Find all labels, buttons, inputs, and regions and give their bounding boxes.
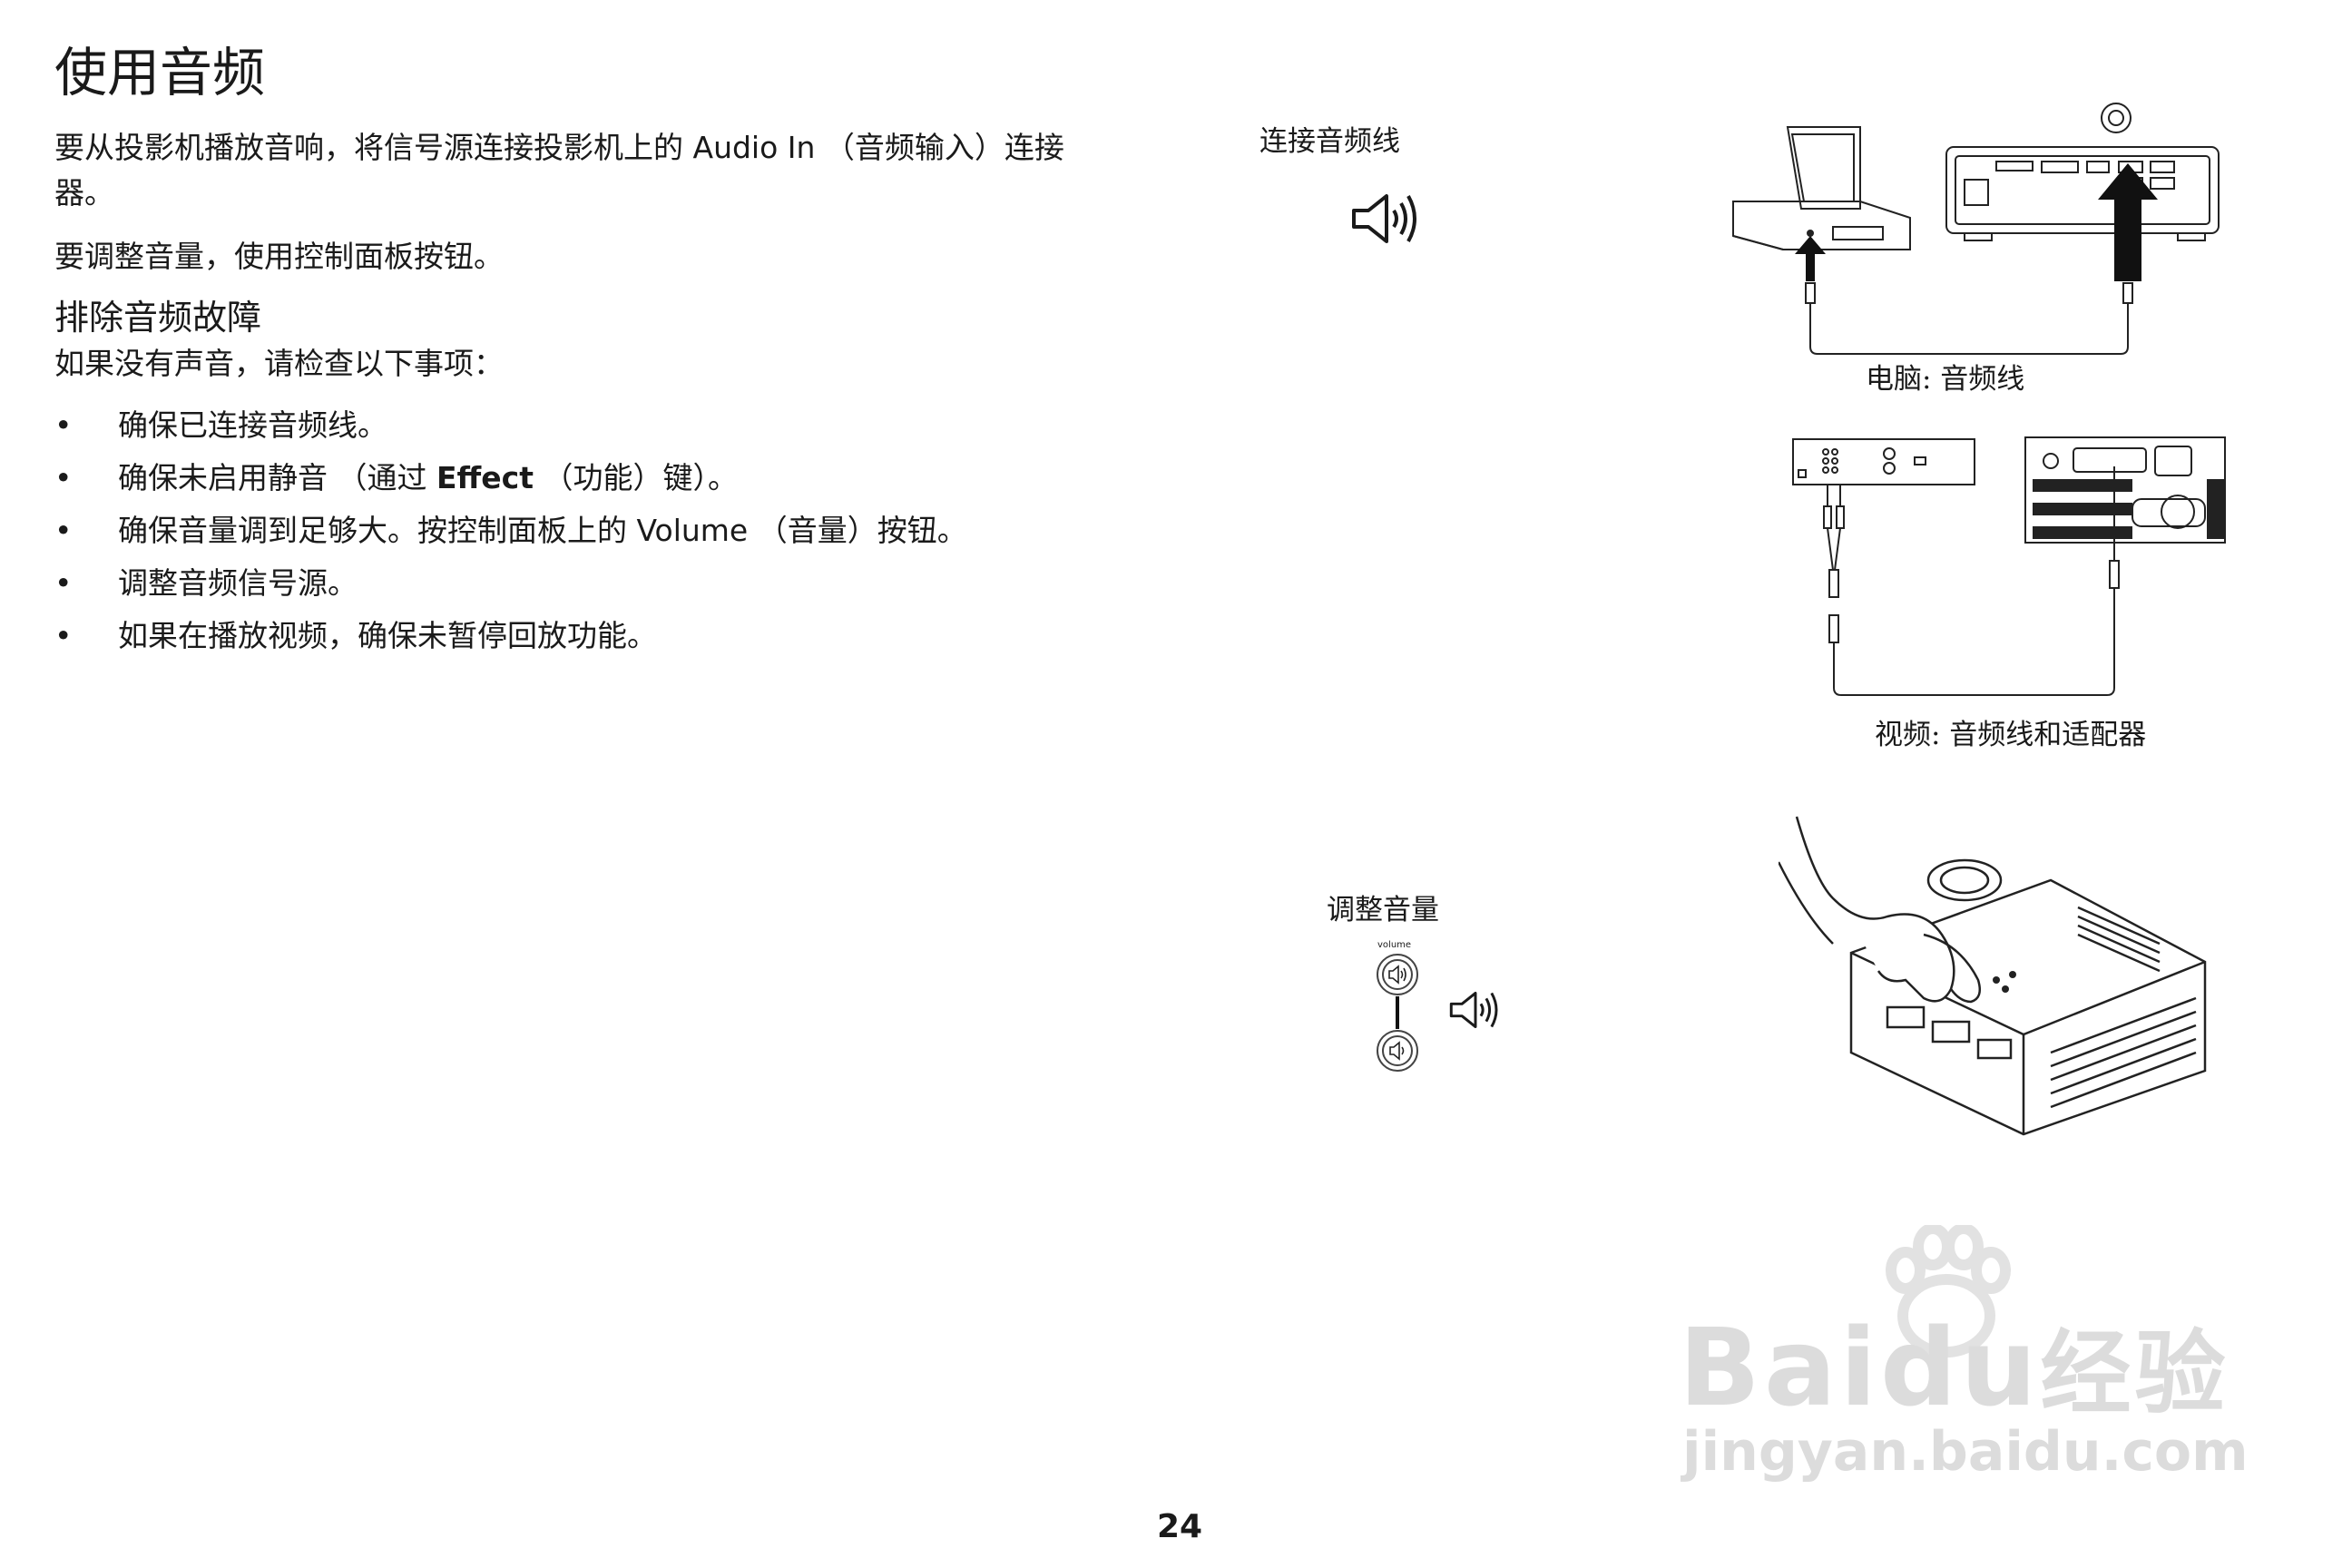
volume-button-caption: volume	[1377, 940, 1412, 950]
video-source-illustration	[1792, 438, 1975, 485]
list-item-text: 确保音量调到足够大。按控制面板上的	[118, 513, 637, 548]
watermark-brand-du: du	[1880, 1305, 2041, 1430]
video-audio-diagram	[1792, 436, 2226, 696]
baidu-watermark: Baidu经验 jingyan.baidu.com	[1670, 1225, 2249, 1497]
intro-text: 要从投影机播放音响，将信号源连接投影机上的	[54, 130, 693, 165]
list-item-text-end: （音量）按钮。	[748, 513, 967, 548]
bullet: •	[54, 565, 73, 601]
list-item: • 确保未启用静音 （通过 Effect （功能）键）。	[54, 452, 967, 505]
hand-on-projector-illustration	[1779, 816, 2207, 1136]
volume-down-icon	[1389, 1041, 1405, 1061]
watermark-brand-cn: 经验	[2040, 1320, 2230, 1426]
troubleshoot-heading: 排除音频故障	[54, 298, 262, 338]
computer-audio-diagram	[1732, 103, 2220, 355]
list-item: • 确保音量调到足够大。按控制面板上的 Volume （音量）按钮。	[54, 505, 967, 557]
adjust-volume-label: 调整音量	[1327, 894, 1439, 926]
list-item-text: 调整音频信号源。	[118, 565, 358, 601]
watermark-brand: Baidu经验	[1679, 1299, 2230, 1431]
list-item-text: 如果在播放视频，确保未暂停回放功能。	[118, 618, 657, 653]
volume-up-icon	[1388, 965, 1406, 985]
speaker-icon	[1352, 194, 1416, 243]
audio-in-term: Audio In	[692, 130, 816, 165]
list-item-text: 确保未启用静音 （通过	[118, 460, 436, 495]
list-item: • 确保已连接音频线。	[54, 399, 967, 452]
troubleshoot-lead: 如果没有声音，请检查以下事项：	[54, 346, 504, 381]
computer-caption: 电脑: 音频线	[1866, 363, 2025, 396]
page-title: 使用音频	[54, 42, 266, 103]
watermark-url: jingyan.baidu.com	[1682, 1420, 2249, 1484]
volume-note: 要调整音量，使用控制面板按钮。	[54, 239, 504, 274]
bullet: •	[54, 513, 73, 548]
projector-rear-illustration	[1945, 103, 2220, 241]
list-item-text-end: （功能）键）。	[533, 460, 738, 495]
bullet: •	[54, 618, 73, 653]
connect-audio-label: 连接音频线	[1259, 125, 1400, 158]
effect-key-term: Effect	[436, 460, 534, 495]
laptop-illustration	[1732, 126, 1911, 250]
troubleshoot-list: • 确保已连接音频线。 • 确保未启用静音 （通过 Effect （功能）键）。 •…	[54, 399, 967, 662]
list-item-text: 确保已连接音频线。	[118, 407, 387, 443]
list-item: • 如果在播放视频，确保未暂停回放功能。	[54, 610, 967, 662]
volume-term: Volume	[636, 513, 749, 548]
intro-text-line2: 器。	[54, 175, 114, 211]
intro-paragraph: 要从投影机播放音响，将信号源连接投影机上的 Audio In （音频输入）连接 …	[54, 125, 1180, 216]
bullet: •	[54, 460, 73, 495]
watermark-brand-latin: Bai	[1679, 1305, 1881, 1430]
volume-buttons-illustration	[1377, 954, 1418, 1072]
page-number: 24	[1156, 1508, 1203, 1545]
paw-icon	[1886, 1225, 2011, 1357]
bullet: •	[54, 407, 73, 443]
speaker-icon	[1449, 991, 1498, 1029]
intro-text-end: （音频输入）连接	[815, 130, 1064, 165]
list-item: • 调整音频信号源。	[54, 557, 967, 610]
video-caption: 视频: 音频线和适配器	[1875, 719, 2147, 751]
